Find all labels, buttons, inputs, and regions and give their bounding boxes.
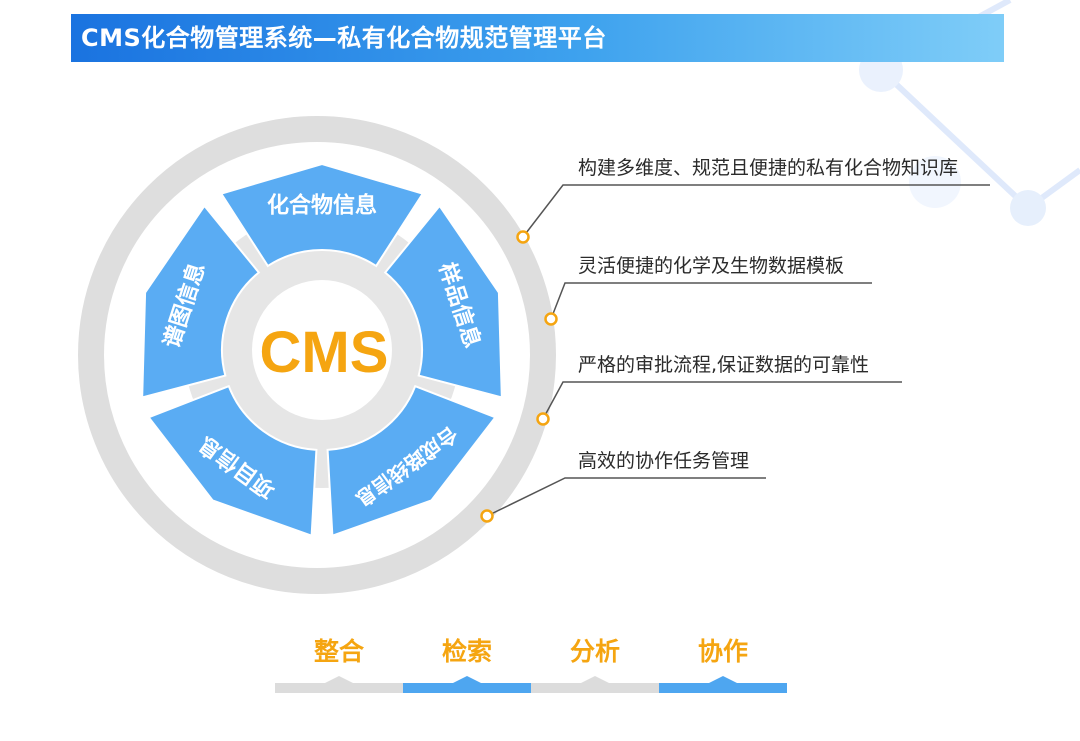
tab-bar-collaborate[interactable] <box>659 675 787 695</box>
tab-collaborate[interactable]: 协作 <box>697 637 748 666</box>
feature-collaboration: 高效的协作任务管理 <box>578 450 750 472</box>
tab-bar-integrate[interactable] <box>275 675 403 695</box>
tab-search[interactable]: 检索 <box>441 637 492 666</box>
page-title: CMS化合物管理系统—私有化合物规范管理平台 <box>81 24 607 52</box>
connector-dot <box>516 230 530 244</box>
feature-knowledge-base: 构建多维度、规范且便捷的私有化合物知识库 <box>578 157 959 179</box>
segment-synthesis-route-info <box>326 384 498 538</box>
connector-dot <box>536 412 550 426</box>
segment-sample-info <box>383 204 503 399</box>
segment-spectrum-info <box>141 204 261 399</box>
connector-dot <box>480 509 494 523</box>
feature-approval-process: 严格的审批流程,保证数据的可靠性 <box>578 354 870 376</box>
tab-analyze[interactable]: 分析 <box>569 637 620 666</box>
feature-data-templates: 灵活便捷的化学及生物数据模板 <box>578 255 845 277</box>
tab-bar-search[interactable] <box>403 675 531 695</box>
tab-integrate[interactable]: 整合 <box>313 637 364 666</box>
leader-line <box>486 477 766 517</box>
molecule-node <box>909 156 961 208</box>
center-label: CMS <box>260 320 389 385</box>
center-circle <box>252 280 392 420</box>
segment-ring <box>141 162 503 538</box>
molecule-node <box>1010 190 1046 226</box>
leader-line <box>550 282 872 320</box>
connector-dot <box>544 312 558 326</box>
outer-ring <box>78 116 556 594</box>
segment-project-info <box>146 384 318 538</box>
header-bar: CMS化合物管理系统—私有化合物规范管理平台 <box>71 14 1004 62</box>
leader-line <box>522 184 990 238</box>
segment-compound-info <box>219 162 425 268</box>
leader-line <box>542 381 902 420</box>
segment-compound-info-label: 化合物信息 <box>267 193 377 219</box>
tab-bar-analyze[interactable] <box>531 675 659 695</box>
